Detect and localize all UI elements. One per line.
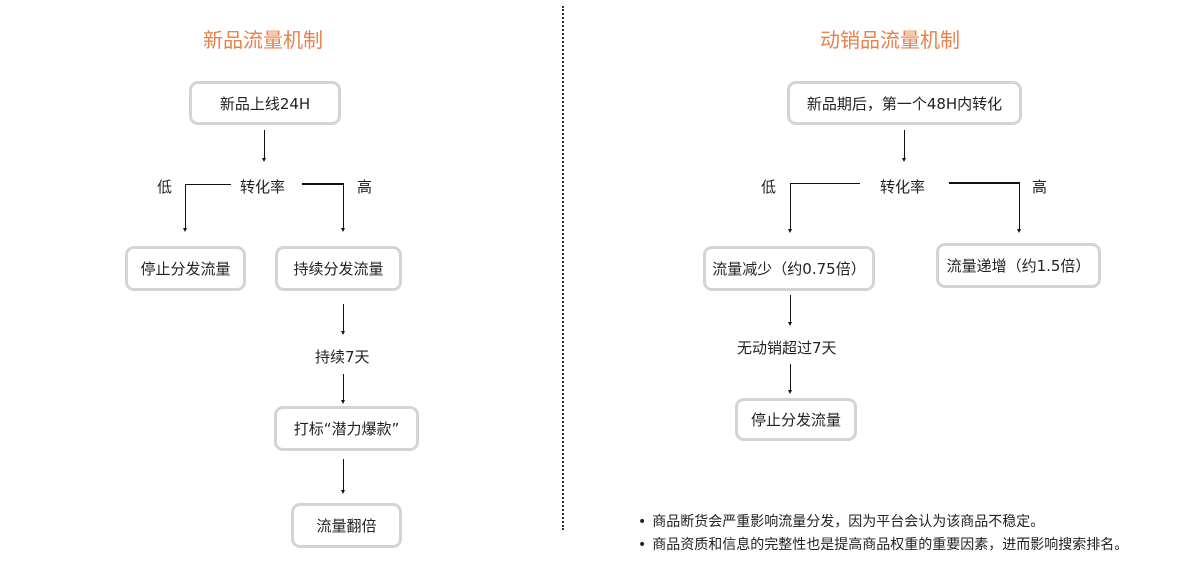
left-low-result-box: 停止分发流量: [125, 246, 246, 291]
arrowhead-icon: [341, 490, 345, 494]
arrowhead-icon: [341, 400, 345, 404]
left-high-branch-v: [343, 184, 344, 228]
arrowhead-icon: [341, 331, 345, 335]
arrowhead-icon: [902, 158, 906, 162]
right-arrow-to-final: [790, 364, 791, 390]
right-step-label: 无动销超过7天: [737, 339, 837, 357]
left-arrow-to-step: [343, 304, 344, 331]
left-arrow-to-final: [343, 459, 344, 490]
left-start-text: 新品上线24H: [219, 94, 311, 113]
right-low-label: 低: [761, 178, 777, 196]
left-step-label: 持续7天: [315, 348, 370, 366]
right-high-branch-h: [949, 182, 1020, 184]
right-low-result-box: 流量减少（约0.75倍）: [703, 246, 875, 291]
right-final-text: 停止分发流量: [750, 411, 841, 429]
left-high-branch-h: [302, 183, 344, 185]
note-item: • 商品断货会严重影响流量分发，因为平台会认为该商品不稳定。: [638, 511, 1044, 531]
left-tag-box: 打标“潜力爆款”: [274, 406, 419, 451]
left-low-result-text: 停止分发流量: [140, 260, 231, 278]
right-low-result-text: 流量减少（约0.75倍）: [712, 260, 866, 278]
right-low-branch-v: [790, 183, 791, 229]
left-final-text: 流量翻倍: [316, 517, 377, 535]
left-arrow-start-to-decision: [264, 130, 265, 158]
arrowhead-icon: [1017, 229, 1021, 233]
right-high-result-text: 流量递增（约1.5倍）: [946, 257, 1091, 275]
note-text: 商品断货会严重影响流量分发，因为平台会认为该商品不稳定。: [652, 514, 1045, 530]
right-diagram-title: 动销品流量机制: [820, 28, 960, 52]
left-start-box: 新品上线24H: [189, 81, 341, 125]
right-start-text: 新品期后，第一个48H内转化: [806, 94, 1003, 113]
right-high-branch-v: [1019, 183, 1020, 229]
left-high-result-text: 持续分发流量: [293, 260, 384, 278]
right-arrow-to-step: [790, 295, 791, 322]
left-high-result-box: 持续分发流量: [275, 246, 402, 291]
right-high-label: 高: [1032, 178, 1048, 196]
bullet-icon: •: [638, 514, 647, 530]
left-low-label: 低: [157, 178, 173, 196]
arrowhead-icon: [341, 228, 345, 232]
left-tag-text: 打标“潜力爆款”: [293, 420, 400, 438]
right-start-box: 新品期后，第一个48H内转化: [787, 81, 1022, 125]
note-item: • 商品资质和信息的完整性也是提高商品权重的重要因素，进而影响搜索排名。: [638, 534, 1128, 554]
right-high-result-box: 流量递增（约1.5倍）: [936, 243, 1101, 288]
section-divider: [562, 6, 564, 530]
bullet-icon: •: [638, 537, 647, 553]
left-final-box: 流量翻倍: [291, 503, 402, 548]
arrowhead-icon: [788, 322, 792, 326]
left-low-branch-h: [185, 184, 231, 185]
left-arrow-to-tag: [343, 374, 344, 400]
arrowhead-icon: [183, 228, 187, 232]
right-arrow-start-to-decision: [904, 130, 905, 158]
left-high-label: 高: [357, 178, 373, 196]
right-final-box: 停止分发流量: [735, 398, 857, 441]
right-decision-label: 转化率: [880, 178, 926, 196]
left-diagram-title: 新品流量机制: [203, 28, 323, 52]
arrowhead-icon: [262, 158, 266, 162]
arrowhead-icon: [788, 390, 792, 394]
left-low-branch-v: [185, 184, 186, 228]
note-text: 商品资质和信息的完整性也是提高商品权重的重要因素，进而影响搜索排名。: [652, 537, 1129, 553]
right-low-branch-h: [790, 183, 860, 184]
left-decision-label: 转化率: [240, 178, 286, 196]
arrowhead-icon: [788, 229, 792, 233]
